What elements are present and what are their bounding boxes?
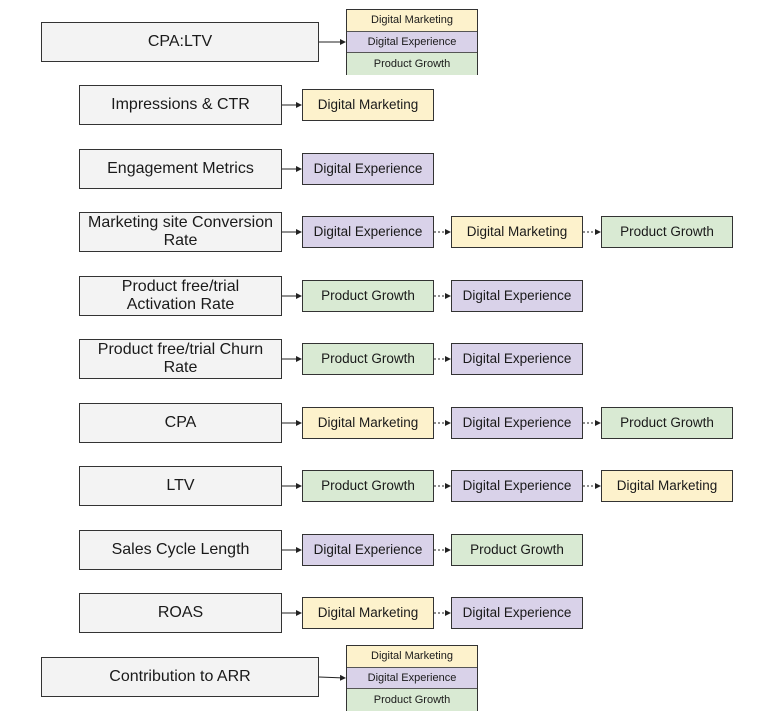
metric-box-impressions-ctr: Impressions & CTR — [79, 85, 282, 125]
metric-box-marketing-site-conversion-rate: Marketing site Conversion Rate — [79, 212, 282, 252]
metric-box-product-free-trial-activation-rate: Product free/trial Activation Rate — [79, 276, 282, 316]
team-box-digital-marketing: Digital Marketing — [347, 10, 477, 32]
metric-box-engagement-metrics: Engagement Metrics — [79, 149, 282, 189]
team-box-product-growth: Product Growth — [601, 216, 733, 248]
metric-box-cpa-ltv: CPA:LTV — [41, 22, 319, 62]
metric-box-product-free-trial-churn-rate: Product free/trial Churn Rate — [79, 339, 282, 379]
team-box-digital-experience: Digital Experience — [451, 280, 583, 312]
team-box-product-growth: Product Growth — [302, 470, 434, 502]
team-box-digital-marketing: Digital Marketing — [302, 597, 434, 629]
team-box-digital-marketing: Digital Marketing — [302, 89, 434, 121]
team-box-product-growth: Product Growth — [347, 689, 477, 711]
team-box-digital-marketing: Digital Marketing — [347, 646, 477, 668]
team-box-product-growth: Product Growth — [302, 280, 434, 312]
team-box-digital-experience: Digital Experience — [302, 534, 434, 566]
team-box-digital-experience: Digital Experience — [347, 31, 477, 54]
team-box-digital-experience: Digital Experience — [302, 153, 434, 185]
team-box-digital-experience: Digital Experience — [302, 216, 434, 248]
team-box-product-growth: Product Growth — [302, 343, 434, 375]
team-box-digital-experience: Digital Experience — [451, 597, 583, 629]
team-box-digital-experience: Digital Experience — [451, 407, 583, 439]
arrow-connector — [318, 674, 346, 681]
team-box-product-growth: Product Growth — [347, 53, 477, 75]
metric-box-contribution-to-arr: Contribution to ARR — [41, 657, 319, 697]
team-box-digital-marketing: Digital Marketing — [451, 216, 583, 248]
team-box-product-growth: Product Growth — [451, 534, 583, 566]
team-box-digital-experience: Digital Experience — [347, 667, 477, 690]
metric-box-sales-cycle-length: Sales Cycle Length — [79, 530, 282, 570]
metric-box-cpa: CPA — [79, 403, 282, 443]
team-box-product-growth: Product Growth — [601, 407, 733, 439]
metric-box-ltv: LTV — [79, 466, 282, 506]
metric-box-roas: ROAS — [79, 593, 282, 633]
team-box-digital-experience: Digital Experience — [451, 343, 583, 375]
team-box-digital-marketing: Digital Marketing — [302, 407, 434, 439]
team-box-digital-experience: Digital Experience — [451, 470, 583, 502]
team-box-digital-marketing: Digital Marketing — [601, 470, 733, 502]
